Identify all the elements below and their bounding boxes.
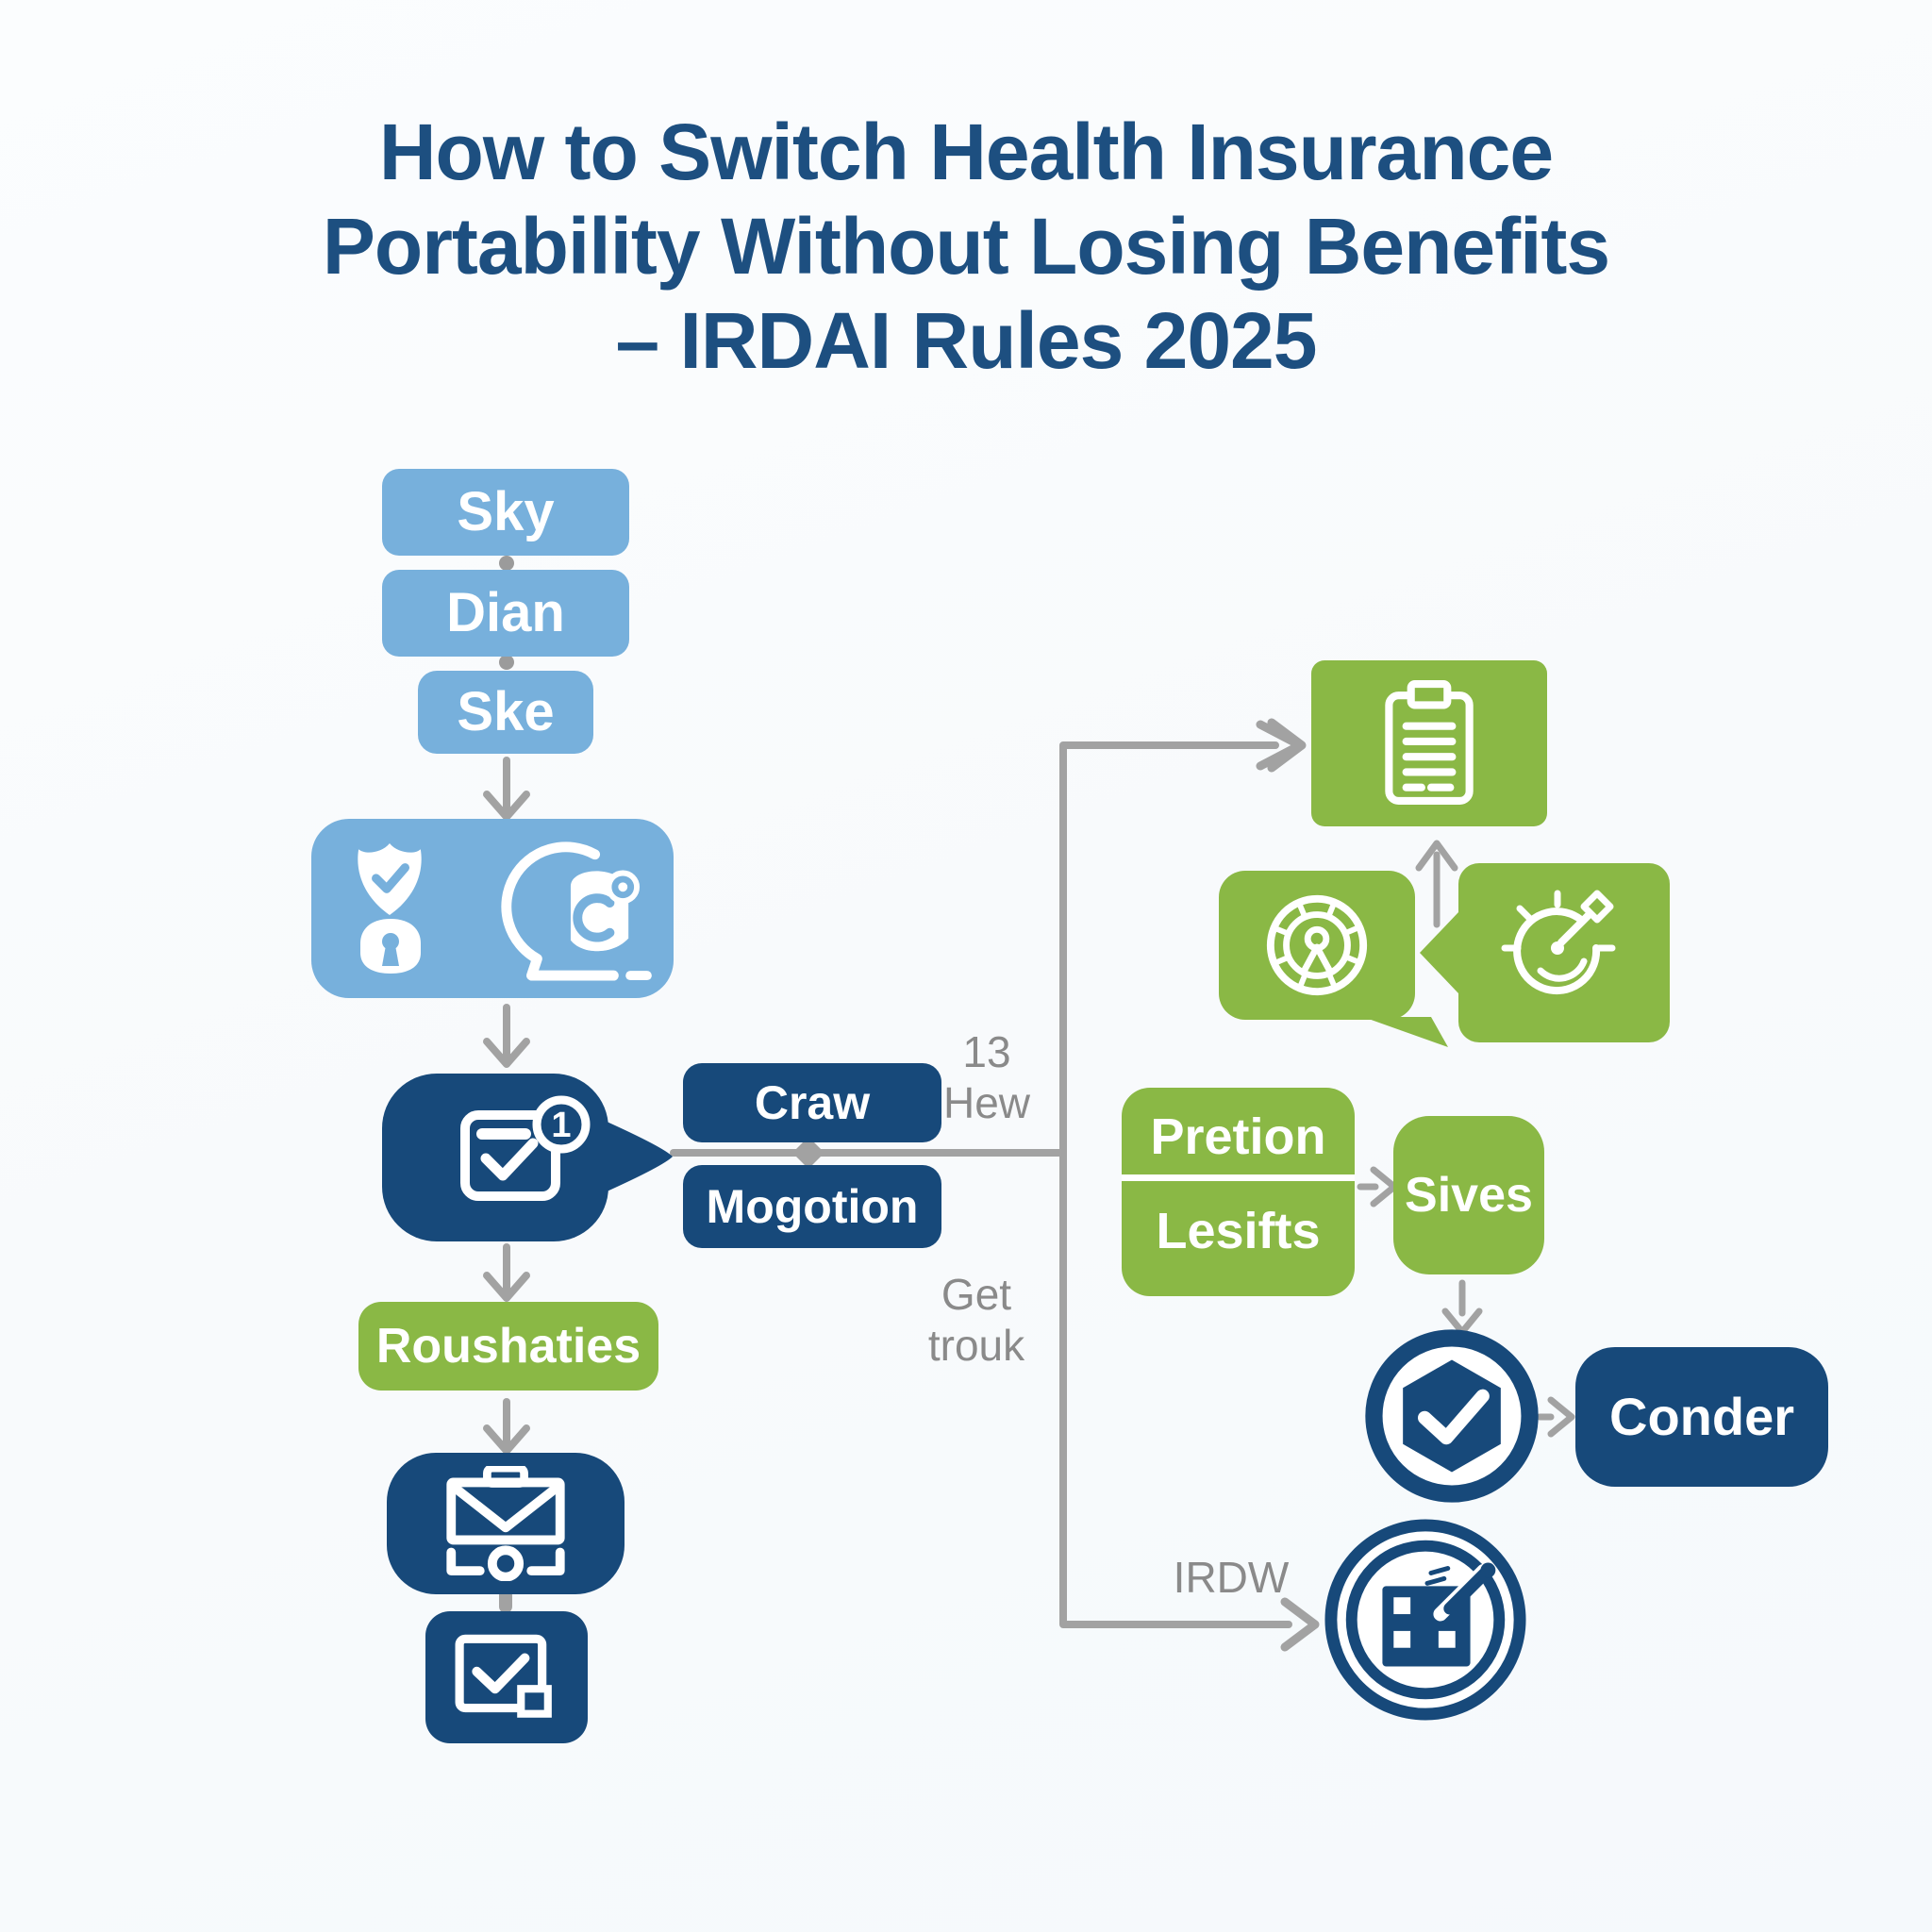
gauge-bubble-tail bbox=[1363, 1017, 1448, 1047]
step-label: Ske bbox=[457, 680, 555, 742]
branch-label-line: IRDW bbox=[1173, 1553, 1290, 1602]
branch-label-line: Get bbox=[941, 1270, 1012, 1319]
page-title: How to Switch Health Insurance Portabili… bbox=[0, 106, 1932, 389]
branch-label-middle: Get trouk bbox=[906, 1269, 1047, 1372]
diamond-node bbox=[792, 1137, 824, 1169]
arrow-down-head bbox=[483, 1272, 530, 1302]
lock-icon bbox=[360, 919, 421, 974]
gauge-person-icon bbox=[1266, 894, 1368, 996]
shield-check-icon bbox=[358, 843, 422, 915]
arrow-down-head bbox=[483, 1424, 530, 1455]
mail-briefcase-icon bbox=[446, 1466, 565, 1581]
step-label: Pretion bbox=[1150, 1108, 1326, 1165]
arrow-right-head bbox=[1267, 718, 1307, 773]
step-box-roushaties: Roushaties bbox=[358, 1302, 658, 1391]
step-label: Dian bbox=[446, 581, 565, 643]
gauge-bubble bbox=[1219, 871, 1415, 1020]
step-box-mogotion: Mogotion bbox=[683, 1165, 941, 1248]
arrow-right-head bbox=[1280, 1597, 1320, 1652]
step-box-dian: Dian bbox=[382, 570, 629, 657]
calendar-check-icon: 1 bbox=[460, 1095, 591, 1201]
arrow-down-head bbox=[483, 1038, 530, 1068]
step-box-craw: Craw bbox=[683, 1063, 941, 1142]
step-box-pretion: Pretion Lesifts bbox=[1122, 1088, 1355, 1296]
branch-label-bottom: IRDW bbox=[1160, 1552, 1302, 1603]
title-line-1: How to Switch Health Insurance bbox=[378, 108, 1554, 196]
arrow-up-head bbox=[1415, 840, 1458, 872]
step-label: Conder bbox=[1609, 1386, 1794, 1446]
step-box-sives: Sives bbox=[1393, 1116, 1544, 1274]
confirm-box bbox=[425, 1611, 588, 1743]
policy-icons-box bbox=[311, 819, 674, 998]
title-line-2: Portability Without Losing Benefits bbox=[322, 201, 1610, 291]
clipboard-icon bbox=[1385, 680, 1474, 805]
target-box bbox=[1420, 863, 1670, 1042]
dot-connector bbox=[499, 655, 514, 670]
arrow-right-head bbox=[1547, 1396, 1575, 1438]
document-box bbox=[1311, 660, 1547, 826]
step-box-conder: Conder bbox=[1575, 1347, 1828, 1487]
step-label: Craw bbox=[754, 1075, 871, 1129]
calendar-badge-number: 1 bbox=[551, 1106, 571, 1145]
branch-label-line: 13 bbox=[962, 1027, 1011, 1076]
branch-label-top: 13 Hew bbox=[924, 1026, 1049, 1129]
step-label: Sives bbox=[1405, 1167, 1533, 1223]
spine-line bbox=[1059, 741, 1292, 1628]
dot-connector bbox=[499, 556, 514, 571]
branch-label-line: Hew bbox=[942, 1078, 1031, 1128]
mail-box bbox=[387, 1453, 625, 1594]
divider-line bbox=[1122, 1174, 1355, 1181]
step-label: Sky bbox=[457, 480, 555, 542]
step-speech-bubble: 1 bbox=[382, 1074, 673, 1241]
checkbox-icon bbox=[455, 1634, 552, 1718]
target-arrow-icon bbox=[1501, 890, 1616, 995]
step-box-sky: Sky bbox=[382, 469, 629, 556]
step-label: Roushaties bbox=[375, 1318, 641, 1374]
step-label: Mogotion bbox=[706, 1179, 919, 1233]
title-line-3: – IRDAI Rules 2025 bbox=[615, 295, 1317, 385]
step-label: Lesifts bbox=[1156, 1203, 1321, 1259]
shield-badge-icon bbox=[1365, 1329, 1539, 1503]
arrow-down-head bbox=[483, 791, 530, 821]
step-box-ske: Ske bbox=[418, 671, 593, 754]
chat-bubble-icon bbox=[501, 841, 652, 981]
building-pencil-badge-icon bbox=[1324, 1519, 1526, 1721]
branch-label-line: trouk bbox=[927, 1321, 1025, 1371]
